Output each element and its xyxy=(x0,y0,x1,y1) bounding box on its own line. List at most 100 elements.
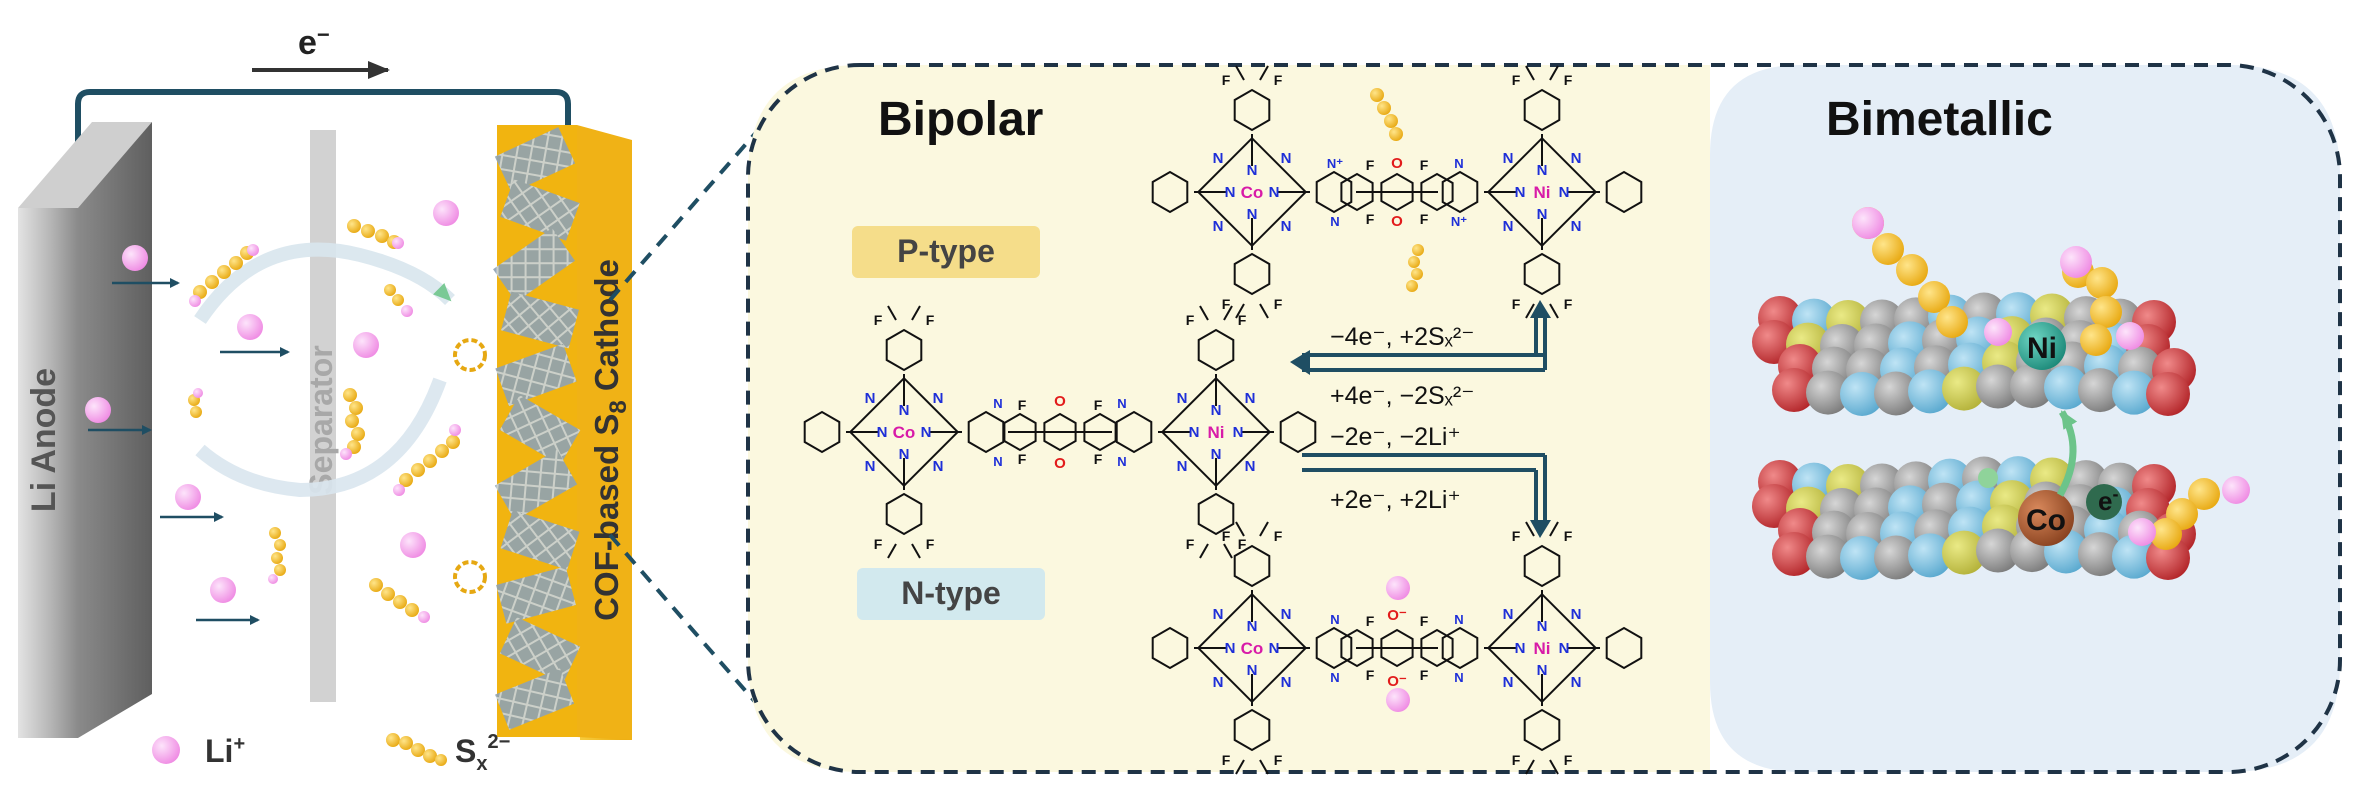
layer-atom xyxy=(1772,532,1816,576)
benzene-ring xyxy=(1523,708,1561,752)
layer-atom xyxy=(1840,371,1884,416)
nitrogen-atom: N xyxy=(1189,424,1200,441)
benzene-ring xyxy=(1605,170,1643,214)
lithium-atom xyxy=(2060,246,2092,278)
fluorine-atom: F xyxy=(1274,752,1283,768)
li-ions xyxy=(85,200,459,603)
fluorine-atom: F xyxy=(1186,536,1195,552)
nitrogen-atom: N xyxy=(1233,424,1244,441)
layer-atom xyxy=(2078,532,2122,577)
benzene-ring xyxy=(1340,628,1374,668)
nitrogen-atom: N xyxy=(993,396,1002,411)
nitrogen-atom: N xyxy=(1281,218,1292,235)
layer-atom xyxy=(1772,368,1816,412)
fluorine-atom: F xyxy=(1222,296,1231,312)
oxygen-atom: O xyxy=(1054,393,1066,410)
fluorine-atom: F xyxy=(1222,528,1231,544)
benzene-ring xyxy=(1233,544,1271,588)
lithium-atom xyxy=(1852,207,1884,239)
benzene-ring xyxy=(967,410,1005,454)
electron-sphere xyxy=(1978,468,1998,488)
nitrogen-atom: N xyxy=(1281,674,1292,691)
nitrogen-atom: N xyxy=(1559,184,1570,201)
benzene-ring xyxy=(1441,626,1479,670)
sulfur-atom xyxy=(1918,281,1950,313)
sulfur-atom xyxy=(2080,324,2112,356)
oxygen-anion: O⁻ xyxy=(1387,673,1407,690)
layer-atom xyxy=(2010,364,2054,409)
legend-li-marker xyxy=(152,736,180,764)
benzene-ring xyxy=(885,492,923,536)
fluorine-atom: F xyxy=(1186,312,1195,328)
legend-li-label: Li+ xyxy=(205,733,245,769)
nitrogen-atom: N xyxy=(1247,206,1258,223)
reaction-1-reverse: +4e⁻, −2Sₓ²⁻ xyxy=(1330,382,1474,410)
fluorine-atom: F xyxy=(874,312,883,328)
bimetallic-labels: Ni Co e- xyxy=(2026,332,2118,537)
layer-atom xyxy=(1908,369,1952,414)
nitrogen-atom: N xyxy=(1503,218,1514,235)
layer-atom xyxy=(1908,533,1952,578)
polysulfide-chains xyxy=(188,219,487,623)
cobalt-center: Co xyxy=(1241,183,1264,202)
nitrogen-atom: N xyxy=(1515,640,1526,657)
fluorine-atom: F xyxy=(1366,667,1375,683)
benzene-ring xyxy=(885,328,923,372)
anode-label: Li Anode xyxy=(25,368,63,512)
fluorine-atom: F xyxy=(1420,613,1429,629)
lithium-atom xyxy=(2116,322,2144,350)
nitrogen-atom: N xyxy=(1571,218,1582,235)
fluorine-atom: F xyxy=(1420,667,1429,683)
anode-top xyxy=(18,122,152,208)
nitrogen-cation: N⁺ xyxy=(1451,214,1467,229)
nitrogen-atom: N xyxy=(933,458,944,475)
layer-atom xyxy=(1874,535,1918,580)
ni-label: Ni xyxy=(2027,332,2057,365)
nickel-center: Ni xyxy=(1534,183,1551,202)
benzene-ring xyxy=(1523,544,1561,588)
sulfur-atom xyxy=(2090,296,2122,328)
separator-label: Separator xyxy=(303,345,339,494)
panel-dashed-border xyxy=(746,63,2342,774)
sulfur-atom xyxy=(2150,518,2182,550)
fluorine-atom: F xyxy=(1094,451,1103,467)
bimetallic-electron-label: e- xyxy=(2098,484,2118,516)
benzene-ring xyxy=(1003,412,1037,452)
bimetallic-title: Bimetallic xyxy=(1826,93,2053,146)
shuttle-arc-top xyxy=(194,242,455,324)
fluorine-atom: F xyxy=(1222,752,1231,768)
detail-panel: Bipolar Bimetallic P-type N-type −4e⁻, +… xyxy=(746,63,2342,774)
layer-atom xyxy=(2112,370,2156,415)
benzene-ring xyxy=(1315,170,1353,214)
cobalt-center: Co xyxy=(893,423,916,442)
nitrogen-atom: N xyxy=(1454,670,1463,685)
benzene-ring xyxy=(803,410,841,454)
nitrogen-atom: N xyxy=(1503,150,1514,167)
reaction-2-forward: −2e⁻, −2Li⁺ xyxy=(1330,423,1461,451)
nitrogen-atom: N xyxy=(1571,674,1582,691)
nitrogen-atom: N xyxy=(921,424,932,441)
fluorine-atom: F xyxy=(1512,528,1521,544)
reaction-1-forward: −4e⁻, +2Sₓ²⁻ xyxy=(1330,323,1474,351)
layer-atom xyxy=(1942,366,1986,411)
nitrogen-atom: N xyxy=(1537,162,1548,179)
layer-atom xyxy=(2044,365,2088,410)
nitrogen-atom: N xyxy=(1213,150,1224,167)
nitrogen-atom: N xyxy=(1281,606,1292,623)
layer-atom xyxy=(1806,534,1850,579)
external-circuit-wire xyxy=(75,89,571,168)
molecule-ion-decorations xyxy=(1370,88,1424,712)
cobalt-atom xyxy=(2018,490,2074,546)
nitrogen-atom: N xyxy=(1503,674,1514,691)
bipolar-title: Bipolar xyxy=(878,93,1043,146)
sulfur-atom xyxy=(2086,267,2118,299)
oxygen-atom: O xyxy=(1391,213,1403,230)
fluorine-atom: F xyxy=(1018,451,1027,467)
ntype-label: N-type xyxy=(901,575,1001,611)
nitrogen-atom: N xyxy=(1269,184,1280,201)
